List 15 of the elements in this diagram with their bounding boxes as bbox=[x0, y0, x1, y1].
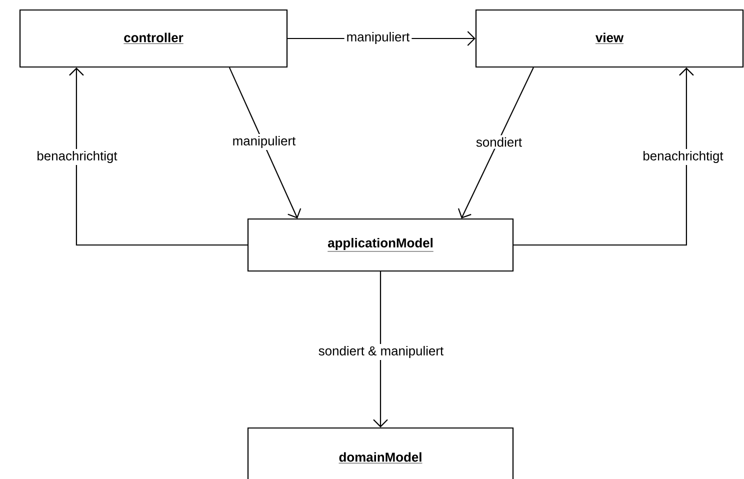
class-box: applicationModel bbox=[247, 218, 514, 272]
edge-label: benachrichtigt bbox=[640, 148, 726, 166]
class-box: domainModel bbox=[247, 427, 514, 479]
arrow bbox=[69, 68, 248, 246]
arrow bbox=[458, 67, 534, 218]
class-box: controller bbox=[19, 9, 288, 68]
edge-label: manipuliert bbox=[230, 134, 298, 150]
arrow bbox=[228, 67, 302, 218]
edge-label: benachrichtigt bbox=[34, 148, 120, 166]
edge-label: sondiert bbox=[474, 135, 524, 149]
arrow bbox=[373, 272, 388, 428]
edge-label: manipuliert bbox=[344, 30, 412, 46]
arrow bbox=[514, 68, 694, 246]
class-box: view bbox=[475, 9, 744, 68]
edge-label: sondiert & manipuliert bbox=[316, 344, 446, 360]
